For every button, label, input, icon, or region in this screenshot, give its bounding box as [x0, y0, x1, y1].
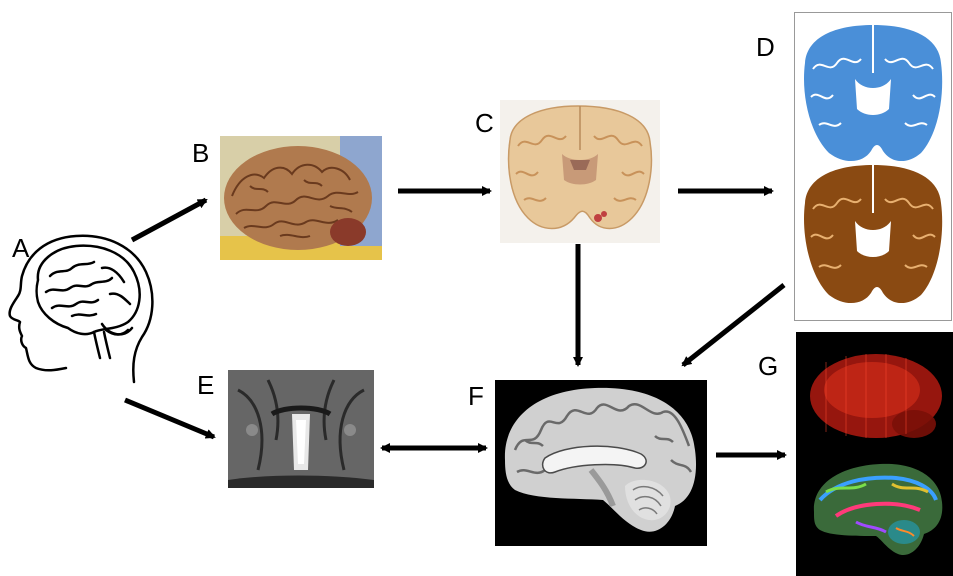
diffusion-tractography-images [796, 332, 953, 576]
label-b: B [192, 140, 209, 166]
label-g: G [758, 353, 778, 379]
mri-axial-slice [228, 370, 374, 488]
label-e: E [197, 372, 214, 398]
label-c: C [475, 110, 494, 136]
label-d: D [756, 34, 775, 60]
histology-stained-sections [794, 12, 952, 321]
whole-brain-photo [220, 136, 382, 260]
coronal-slab-photo [500, 100, 660, 243]
label-a: A [12, 235, 29, 261]
label-f: F [468, 383, 484, 409]
arrow-a-to-e [125, 400, 214, 437]
mri-sagittal-slice [495, 380, 707, 546]
